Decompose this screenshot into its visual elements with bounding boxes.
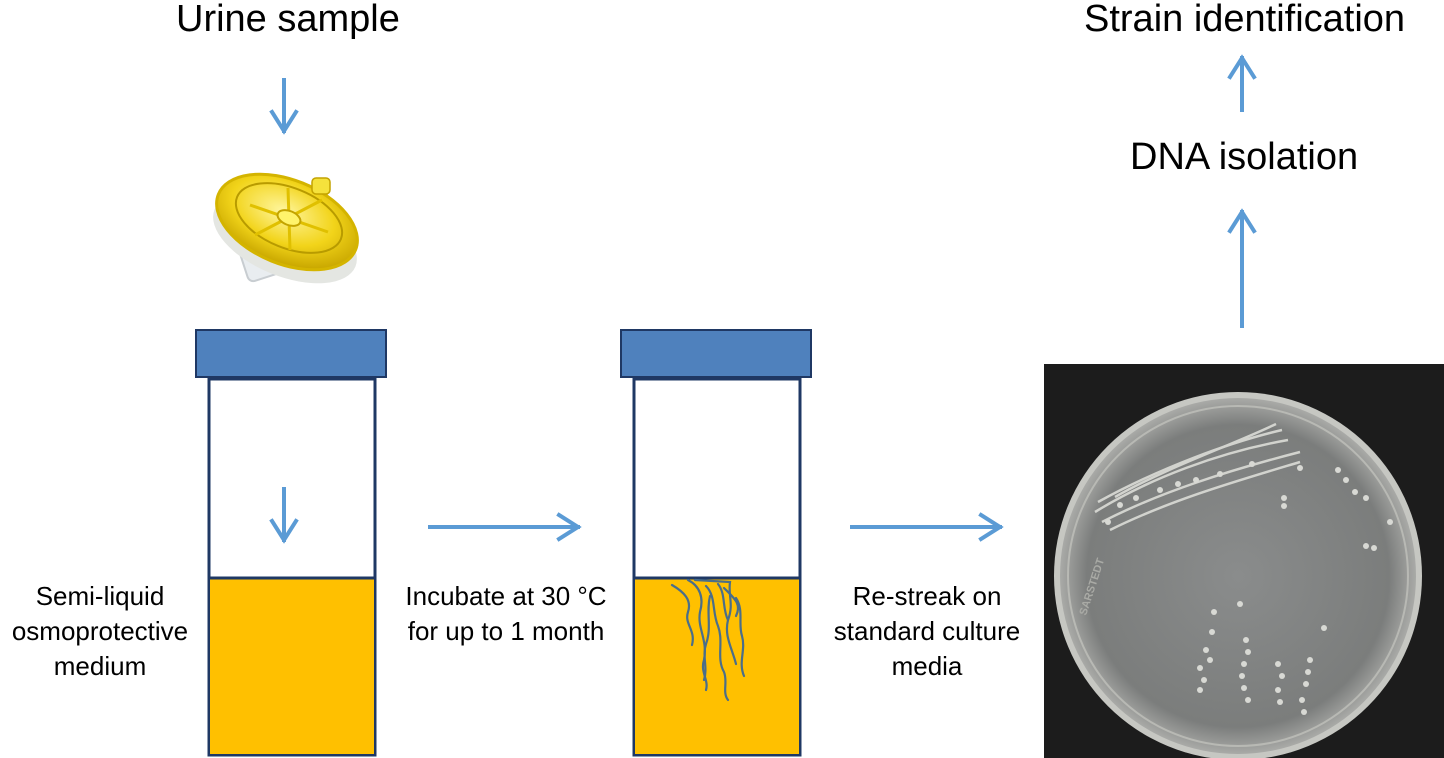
arrow-down-into-medium	[269, 487, 299, 544]
tube-1-cap	[195, 329, 387, 378]
label-medium-line-2: osmoprotective	[11, 616, 189, 646]
petri-dish-icon: SARSTEDT	[1044, 364, 1444, 758]
label-dna-isolation: DNA isolation	[1130, 136, 1359, 178]
label-strain-identification: Strain identification	[1084, 0, 1406, 40]
arrow-down-to-filter	[269, 78, 299, 135]
label-medium: Semi-liquid osmoprotective medium	[0, 579, 200, 684]
tube-2-cap	[620, 329, 812, 378]
tube-1-medium	[210, 578, 374, 754]
arrow-right-to-incubated-tube	[428, 512, 582, 542]
label-incubate-line-1: Incubate at 30 °C	[405, 581, 607, 611]
label-restreak-line-3: media	[891, 651, 963, 681]
microbial-growth-strands	[670, 578, 746, 702]
label-medium-line-1: Semi-liquid	[35, 581, 165, 611]
arrow-right-to-plate	[850, 512, 1004, 542]
label-medium-line-3: medium	[53, 651, 147, 681]
label-incubate-line-2: for up to 1 month	[407, 616, 605, 646]
label-restreak-line-2: standard culture	[833, 616, 1021, 646]
tube-2	[620, 329, 812, 757]
label-restreak: Re-streak on standard culture media	[812, 579, 1042, 684]
arrow-up-to-dna-isolation	[1227, 208, 1257, 328]
syringe-filter-icon	[213, 172, 359, 284]
tube-2-medium	[635, 578, 799, 754]
bacterial-colonies	[1105, 461, 1393, 715]
label-urine-sample: Urine sample	[176, 0, 400, 40]
arrow-up-to-strain-identification	[1227, 54, 1257, 112]
label-incubate: Incubate at 30 °C for up to 1 month	[386, 579, 626, 649]
tube-1	[195, 329, 387, 757]
label-restreak-line-1: Re-streak on	[852, 581, 1002, 611]
